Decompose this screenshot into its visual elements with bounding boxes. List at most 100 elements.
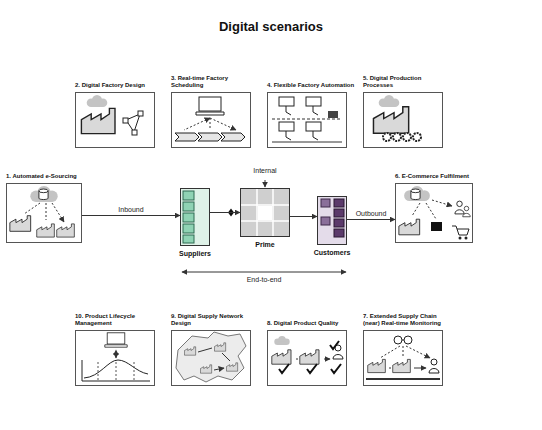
scenario-heading: 3. Real-time Factory Scheduling bbox=[171, 75, 261, 89]
end-to-end-arrow bbox=[182, 272, 346, 273]
sourcing-icon-part bbox=[57, 224, 75, 237]
prime-grid-part bbox=[241, 189, 289, 236]
automation-icon-part bbox=[279, 97, 294, 106]
scheduling-icon-part bbox=[196, 97, 224, 115]
customers-cells-part bbox=[334, 209, 344, 217]
production-icon-part bbox=[373, 107, 408, 133]
sourcing-icon-part bbox=[39, 189, 48, 200]
scenario-box: 2. Digital Factory Design bbox=[75, 92, 155, 148]
flow-arrow bbox=[82, 215, 180, 216]
fulfilment-icon-part bbox=[412, 200, 452, 219]
fulfilment-icon-part bbox=[465, 237, 468, 240]
scheduling-icon-part bbox=[198, 133, 222, 141]
column-label: Suppliers bbox=[179, 250, 211, 258]
suppliers-cells-part bbox=[183, 202, 194, 211]
network-map-icon-part bbox=[214, 343, 225, 351]
customers-cells bbox=[318, 197, 346, 244]
suppliers-cells-part bbox=[183, 191, 194, 200]
scenario-heading: 10. Product Lifecycle Management bbox=[75, 313, 165, 327]
scenario-box: 5. Digital Production Processes bbox=[363, 92, 443, 148]
monitoring-icon-part bbox=[393, 359, 411, 372]
production-icon-part bbox=[403, 133, 411, 141]
automation-icon-part bbox=[306, 122, 321, 131]
diagram-title: Digital scenarios bbox=[0, 19, 542, 34]
fulfilment-icon-part bbox=[404, 186, 430, 201]
flow-label: Inbound bbox=[116, 206, 145, 213]
lifecycle-icon-part bbox=[116, 350, 117, 358]
customers-cells-part bbox=[321, 217, 330, 225]
fulfilment-icon-part bbox=[431, 222, 442, 231]
factory-design-icon-part bbox=[132, 130, 137, 135]
lifecycle-icon bbox=[82, 333, 150, 381]
network-map-icon-part bbox=[184, 347, 195, 355]
fulfilment-icon-part bbox=[455, 201, 464, 214]
automation-icon-part bbox=[306, 97, 321, 106]
scenario-box: 8. Digital Product Quality bbox=[267, 330, 347, 386]
sourcing-icon-part bbox=[10, 216, 31, 232]
scenario-box: 6. E-Commerce Fulfilment bbox=[395, 183, 473, 243]
monitoring-icon-part bbox=[429, 359, 439, 373]
automation-icon-part bbox=[279, 122, 294, 131]
quality-icon-part bbox=[300, 350, 319, 364]
customers-cells-part bbox=[321, 199, 330, 207]
sourcing-icon bbox=[10, 186, 74, 237]
automation-icon-part bbox=[313, 131, 318, 140]
internal-arrow-part bbox=[265, 180, 266, 187]
factory-design-icon-part bbox=[81, 108, 115, 133]
scenario-heading: 2. Digital Factory Design bbox=[75, 82, 165, 89]
scenario-box: 1. Automated e-Sourcing bbox=[6, 183, 82, 243]
scenario-heading: 6. E-Commerce Fulfilment bbox=[395, 173, 485, 180]
production-icon bbox=[373, 95, 421, 141]
internal-arrow bbox=[265, 180, 266, 187]
automation-icon-part bbox=[286, 106, 291, 115]
scheduling-icon bbox=[175, 97, 245, 141]
production-icon-part bbox=[383, 133, 391, 141]
prime-grid-part bbox=[258, 206, 272, 220]
scenario-heading: 5. Digital Production Processes bbox=[363, 75, 453, 89]
customers-cells-part bbox=[334, 219, 344, 227]
suppliers-cells-part bbox=[183, 213, 194, 222]
suppliers-cells-part bbox=[183, 235, 194, 243]
scenario-box: 7. Extended Supply Chain (near) Real-tim… bbox=[363, 330, 443, 386]
network-map-icon-part bbox=[226, 363, 237, 371]
fulfilment-icon bbox=[399, 186, 470, 240]
factory-design-icon-part bbox=[87, 95, 108, 107]
factory-design-icon bbox=[81, 95, 143, 135]
customers-cells-part bbox=[318, 197, 346, 244]
fulfilment-icon-part bbox=[411, 189, 420, 200]
customers-cells-part bbox=[334, 199, 344, 207]
monitoring-icon-part bbox=[366, 378, 440, 380]
quality-icon-part bbox=[296, 359, 330, 360]
fulfilment-icon-part bbox=[399, 219, 420, 235]
fulfilment-icon-part bbox=[459, 237, 462, 240]
network-map-icon-part bbox=[200, 365, 211, 373]
network-map-icon-part bbox=[176, 332, 246, 382]
scenario-box: 4. Flexible Factory Automation bbox=[267, 92, 347, 148]
flow-arrow bbox=[347, 219, 395, 220]
automation-icon-part bbox=[272, 142, 342, 143]
monitoring-icon-part bbox=[368, 359, 386, 372]
flow-arrow bbox=[210, 212, 240, 213]
flow-label: Outbound bbox=[354, 210, 389, 217]
scenario-heading: 8. Digital Product Quality bbox=[267, 320, 357, 327]
quality-icon-part bbox=[279, 364, 341, 373]
network-map-icon-part bbox=[198, 348, 230, 370]
automation-icon bbox=[272, 97, 342, 142]
monitoring-icon-part bbox=[402, 340, 404, 341]
annotation-label: End-to-end bbox=[245, 276, 284, 283]
prime-grid bbox=[241, 189, 289, 236]
factory-design-icon-part bbox=[123, 118, 128, 123]
scenario-heading: 9. Digital Supply Network Design bbox=[171, 313, 261, 327]
factory-design-icon-part bbox=[138, 111, 143, 116]
monitoring-icon-part bbox=[404, 336, 412, 344]
scenario-box: 9. Digital Supply Network Design bbox=[171, 330, 251, 386]
production-icon-part bbox=[413, 133, 421, 141]
suppliers-cells-part bbox=[183, 224, 194, 233]
fulfilment-icon-part bbox=[463, 206, 471, 217]
automation-icon-part bbox=[328, 111, 338, 118]
scenario-heading: 4. Flexible Factory Automation bbox=[267, 82, 357, 89]
sourcing-icon-part bbox=[30, 186, 57, 202]
chain-column: Customers bbox=[317, 196, 347, 245]
quality-icon bbox=[272, 336, 343, 373]
